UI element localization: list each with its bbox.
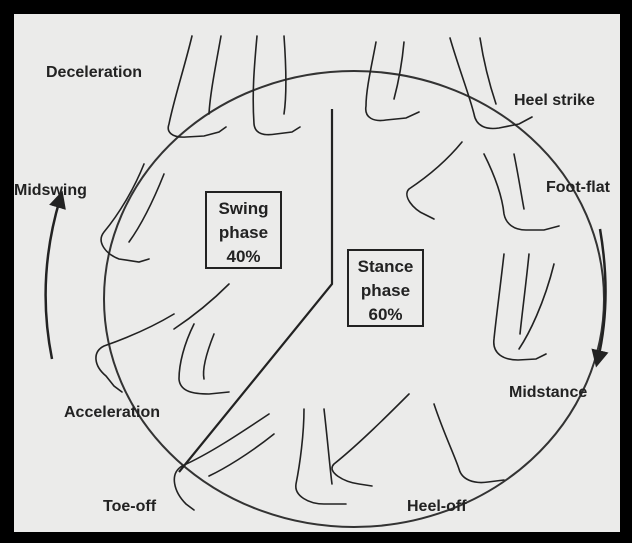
stance-phase-word: phase	[349, 279, 422, 303]
label-acceleration: Acceleration	[64, 404, 160, 422]
leg-sketch-heel-strike-1	[366, 42, 419, 120]
leg-sketch-heel-strike-3	[450, 38, 532, 128]
leg-sketch-heel-off-2	[434, 404, 504, 482]
leg-sketch-deceleration-4	[284, 36, 286, 114]
left-direction-arrow	[46, 199, 60, 359]
label-midswing: Midswing	[14, 182, 87, 200]
label-midstance: Midstance	[509, 384, 587, 402]
leg-sketch-toe-off-2	[209, 434, 274, 476]
swing-phase-title: Swing	[207, 197, 280, 221]
stance-phase-box: Stance phase 60%	[347, 249, 424, 327]
leg-sketch-acceleration-1	[96, 314, 174, 392]
leg-sketch-heel-off-1	[332, 394, 409, 486]
stance-phase-percent: 60%	[349, 303, 422, 327]
leg-sketch-midstance-3	[519, 264, 554, 349]
leg-sketch-midstance-1	[494, 254, 546, 360]
swing-phase-word: phase	[207, 221, 280, 245]
leg-sketch-midstance-2	[520, 254, 529, 334]
leg-sketch-heel-off-4	[324, 409, 332, 484]
label-heel-strike: Heel strike	[514, 92, 595, 110]
leg-sketch-acceleration-3	[203, 334, 214, 379]
leg-sketch-foot-flat-3	[514, 154, 524, 209]
label-heel-off: Heel-off	[407, 498, 467, 516]
phase-divider-line	[179, 109, 332, 472]
leg-sketch-foot-flat-1	[407, 142, 462, 219]
leg-sketch-heel-strike-4	[480, 38, 496, 104]
leg-sketch-acceleration-2	[179, 324, 229, 394]
swing-phase-box: Swing phase 40%	[205, 191, 282, 269]
leg-sketch-heel-off-3	[296, 409, 346, 504]
leg-sketch-deceleration-3	[253, 36, 300, 135]
leg-sketch-heel-strike-2	[394, 42, 404, 99]
leg-sketch-deceleration-2	[209, 36, 221, 114]
label-toe-off: Toe-off	[103, 498, 156, 516]
swing-phase-percent: 40%	[207, 245, 280, 269]
label-deceleration: Deceleration	[46, 64, 142, 82]
label-foot-flat: Foot-flat	[546, 179, 610, 197]
gait-cycle-diagram: Swing phase 40% Stance phase 60% Deceler…	[14, 14, 620, 532]
leg-sketch-midswing-3	[174, 284, 229, 329]
stance-phase-title: Stance	[349, 255, 422, 279]
